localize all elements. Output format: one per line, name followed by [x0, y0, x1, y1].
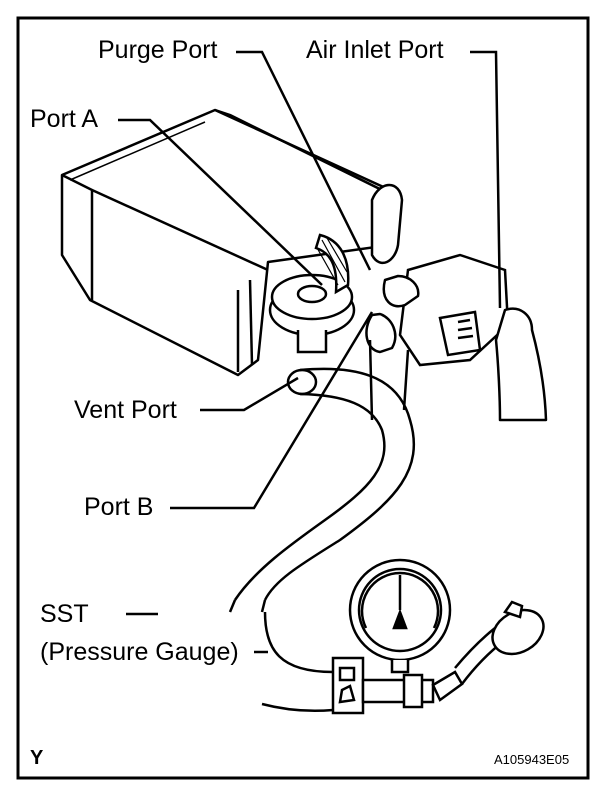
- label-vent-port: Vent Port: [74, 396, 177, 424]
- leader-lines: [118, 50, 502, 654]
- label-pressure-gauge: (Pressure Gauge): [40, 638, 239, 666]
- pressure-gauge: [348, 558, 452, 674]
- figure-code: A105943E05: [494, 752, 570, 767]
- leader-port-a: [118, 118, 323, 286]
- label-port-a: Port A: [30, 105, 99, 133]
- leader-air-inlet-port: [470, 50, 502, 309]
- hands: [365, 183, 548, 422]
- gauge-fitting: [331, 600, 545, 715]
- gauge-tube: [263, 611, 334, 674]
- label-purge-port: Purge Port: [98, 36, 218, 64]
- leader-purge-port: [236, 50, 372, 271]
- air-inlet-block: [398, 253, 510, 367]
- frame-border: [16, 16, 590, 780]
- label-port-b: Port B: [84, 493, 154, 521]
- port-a-cap: [268, 273, 356, 354]
- corner-mark: Y: [30, 747, 44, 769]
- vent-hose: [228, 367, 416, 613]
- label-air-inlet-port: Air Inlet Port: [306, 36, 444, 64]
- leader-vent-port: [200, 376, 299, 412]
- label-sst: SST: [40, 600, 89, 628]
- canister: [60, 108, 393, 377]
- leader-port-b: [170, 311, 374, 510]
- purge-hose: [314, 233, 350, 295]
